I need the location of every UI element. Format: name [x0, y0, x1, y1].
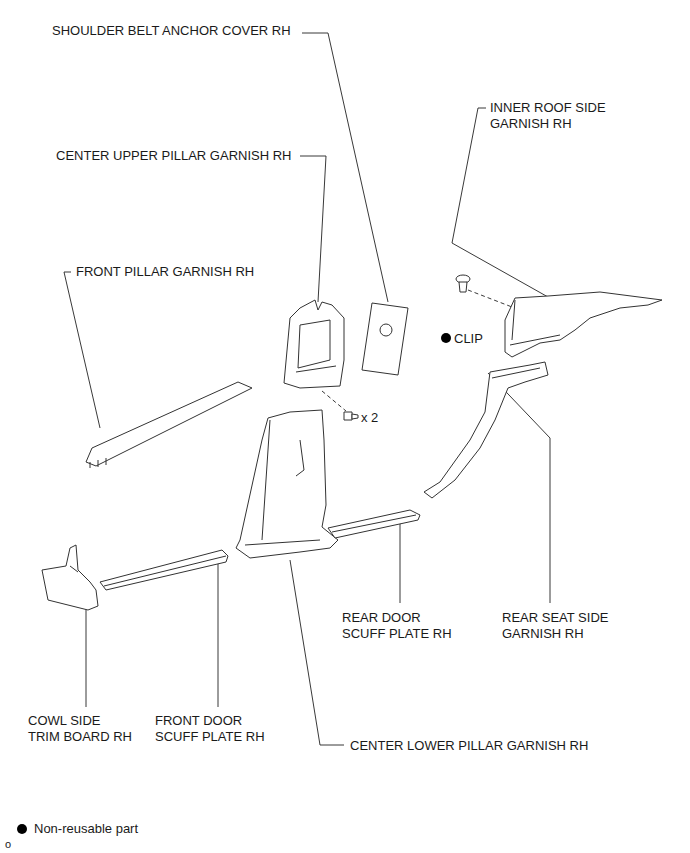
legend-text: Non-reusable part [34, 821, 138, 837]
legend-dot [17, 824, 27, 834]
pillar-detail [245, 420, 320, 545]
part-label: REAR SEAT SIDE GARNISH RH [502, 610, 620, 642]
front-pillar-garnish [86, 382, 252, 466]
trim-detail [70, 566, 78, 572]
part-label: o [5, 836, 11, 852]
screw-shank [352, 414, 358, 419]
part-label: INNER ROOF SIDE GARNISH RH [490, 100, 615, 132]
screw-symbol [344, 412, 352, 420]
part-label: x 2 [361, 410, 378, 426]
part-label: CLIP [454, 331, 483, 347]
rear-door-scuff-plate [328, 510, 420, 538]
part-label: SHOULDER BELT ANCHOR COVER RH [52, 23, 291, 39]
anchor-hole [380, 324, 392, 336]
part-label: CENTER LOWER PILLAR GARNISH RH [350, 738, 588, 754]
scuff-detail [104, 556, 226, 586]
rear-seat-side-garnish [424, 362, 548, 498]
garnish-window [296, 320, 336, 372]
part-label: COWL SIDE TRIM BOARD RH [28, 713, 134, 745]
garnish-detail [510, 300, 560, 345]
inner-roof-side-garnish [505, 292, 662, 357]
clip-stem [459, 282, 467, 292]
part-label: REAR DOOR SCUFF PLATE RH [342, 610, 456, 642]
leader-lines [64, 33, 550, 745]
pillar-tabs [90, 458, 106, 468]
front-door-scuff-plate [100, 550, 228, 590]
part-label: FRONT PILLAR GARNISH RH [76, 264, 254, 280]
non-reusable-dot [441, 333, 451, 343]
part-label: CENTER UPPER PILLAR GARNISH RH [56, 148, 292, 164]
center-upper-pillar-garnish [284, 300, 344, 388]
shoulder-belt-anchor-cover [362, 303, 408, 375]
part-label: FRONT DOOR SCUFF PLATE RH [155, 713, 269, 745]
garnish-detail [492, 368, 540, 378]
cowl-side-trim-board [42, 545, 98, 610]
center-lower-pillar-garnish [236, 410, 338, 558]
scuff-detail [332, 515, 416, 532]
